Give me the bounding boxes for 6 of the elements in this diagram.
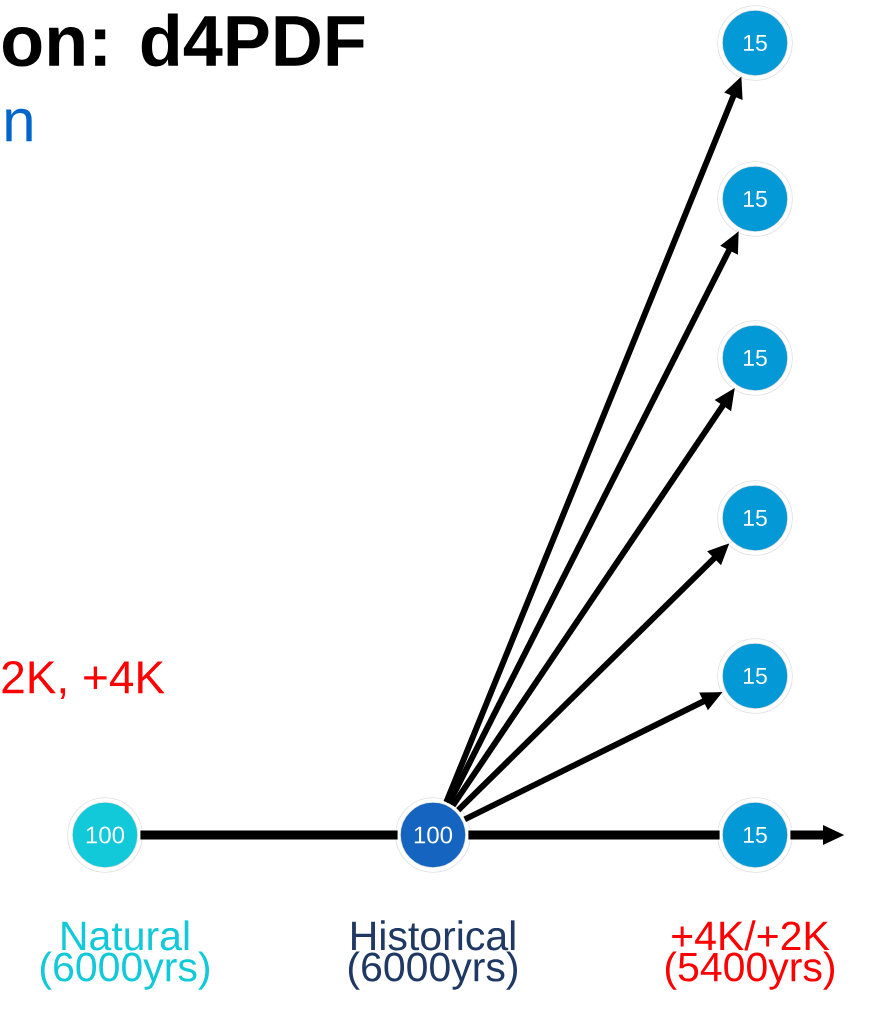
- heading-text: 2K, +4K: [2, 661, 165, 699]
- node-label: +4K/+2K (5400yrs): [665, 920, 834, 990]
- heading-text: on: d4PDF: [3, 13, 365, 67]
- node-label: Historical (6000yrs): [348, 920, 517, 990]
- node-label: Natural (6000yrs): [40, 920, 209, 990]
- heading-text: n: [6, 108, 32, 142]
